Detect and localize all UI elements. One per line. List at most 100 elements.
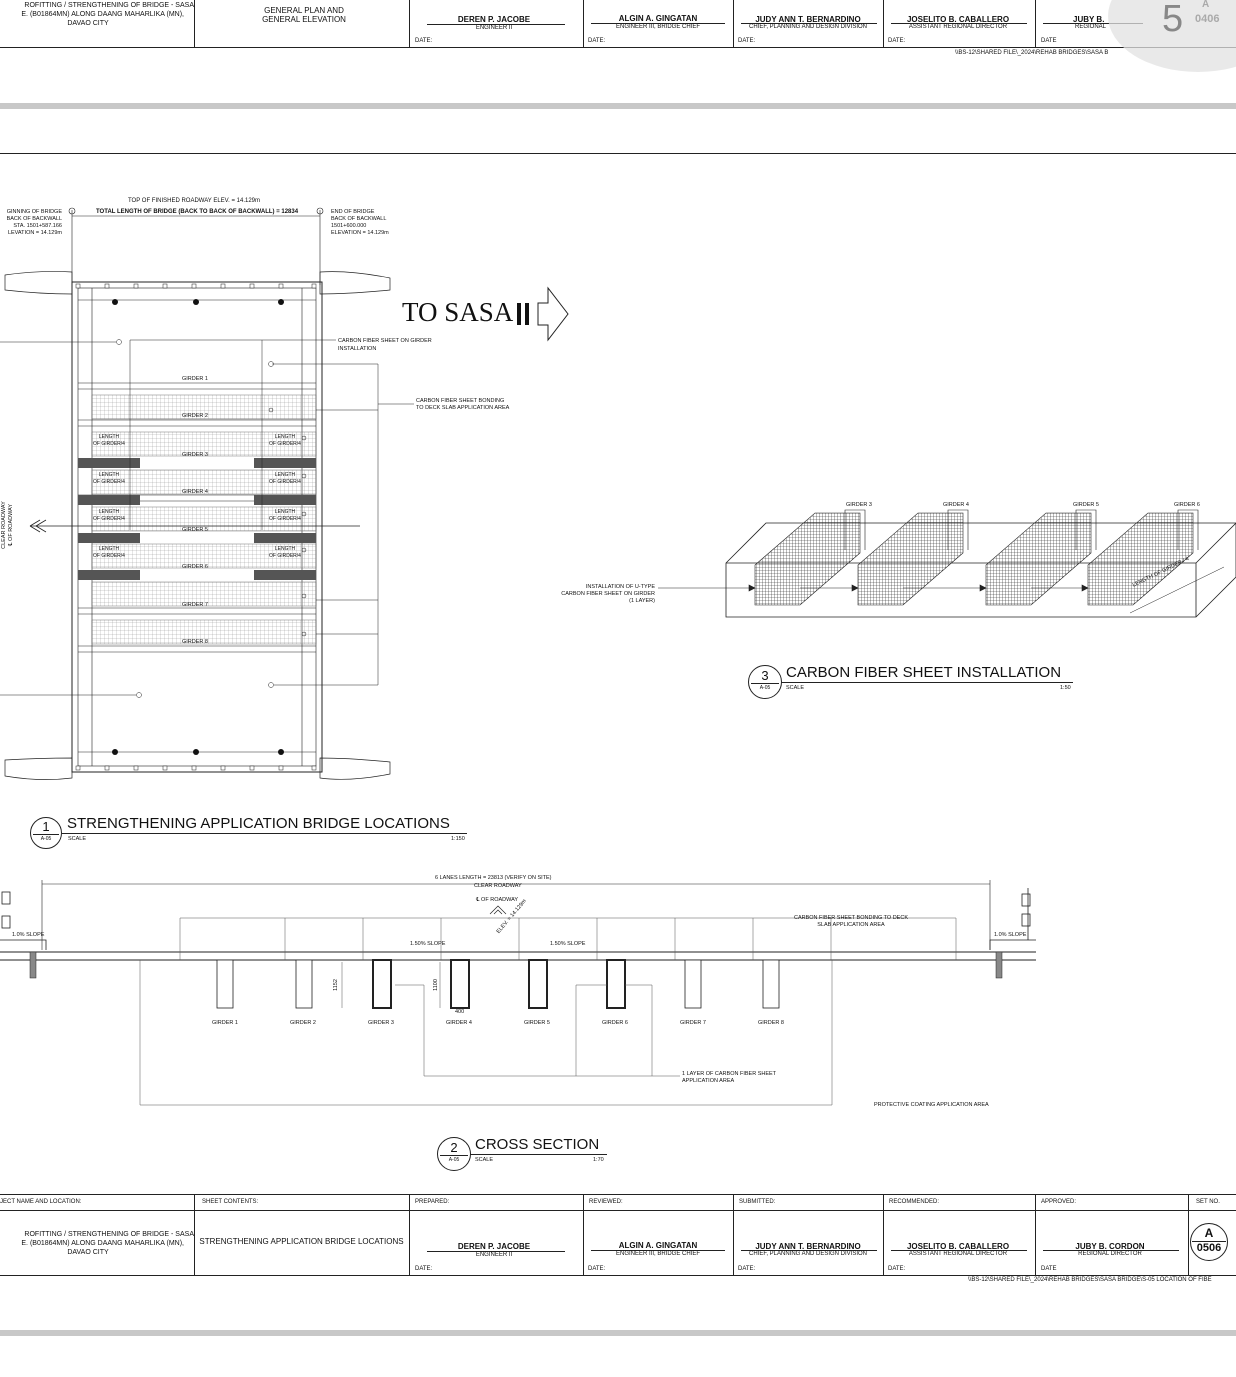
detail-1-bubble: 1 A-05 bbox=[30, 817, 62, 849]
approved-name: JUBY B. bbox=[1073, 15, 1105, 24]
sheet-letter: A bbox=[1204, 1226, 1214, 1240]
detail-2-title: CROSS SECTION bbox=[475, 1136, 600, 1153]
iso-girder-label: GIRDER 6 bbox=[1174, 502, 1200, 508]
end-line: 1501+600.000 bbox=[331, 223, 367, 229]
detail-2-bubble: 2 A-05 bbox=[437, 1137, 471, 1171]
detail-number: 2 bbox=[450, 1140, 458, 1155]
reviewed-name: ALGIN A. GINGATAN bbox=[618, 1241, 698, 1250]
cf-deck-line: TO DECK SLAB APPLICATION AREA bbox=[416, 405, 510, 411]
submitted-cell: SUBMITTED: JUDY ANN T. BERNARDINO CHIEF,… bbox=[733, 1195, 884, 1275]
dim-label: 1100 bbox=[432, 979, 439, 991]
top-elev-label: TOP OF FINISHED ROADWAY ELEV. = 14.129m bbox=[128, 198, 260, 204]
protective-coating-label: PROTECTIVE COATING APPLICATION AREA bbox=[874, 1102, 989, 1108]
prepared-cell: PREPARED: DEREN P. JACOBE ENGINEER II DA… bbox=[409, 1195, 584, 1275]
date-label: DATE: bbox=[738, 38, 756, 44]
length-line: OF GIRDER/4 bbox=[269, 441, 301, 447]
reviewed-name: ALGIN A. GINGATAN bbox=[618, 14, 698, 23]
sheet-border-top bbox=[0, 153, 1236, 154]
cf-deck-line: CARBON FIBER SHEET BONDING bbox=[416, 398, 505, 404]
recommended-title: ASSISTANT REGIONAL DIRECTOR bbox=[908, 24, 1008, 30]
length-line: LENGTH bbox=[274, 472, 296, 478]
date-label: DATE: bbox=[588, 1266, 606, 1272]
project-cell: JECT NAME AND LOCATION: ROFITTING / STRE… bbox=[0, 1195, 195, 1275]
sheet-contents: STRENGTHENING APPLICATION BRIDGE LOCATIO… bbox=[199, 1237, 404, 1246]
detail-ref: A-05 bbox=[40, 836, 52, 842]
column-header: PREPARED: bbox=[415, 1199, 450, 1205]
dim-label: 400 bbox=[455, 1009, 465, 1015]
column-header: JECT NAME AND LOCATION: bbox=[0, 1199, 82, 1205]
date-label: DATE: bbox=[588, 38, 606, 44]
plan-girder-label: GIRDER 3 bbox=[182, 452, 208, 458]
prepared-name: DEREN P. JACOBE bbox=[457, 15, 531, 24]
project-line: ROFITTING / STRENGTHENING OF BRIDGE - SA… bbox=[24, 1231, 194, 1238]
scale-value: 1:50 bbox=[1060, 685, 1071, 691]
length-line: LENGTH bbox=[98, 546, 120, 552]
set-no-cell: SET NO. A 0506 bbox=[1188, 1195, 1236, 1275]
iso-girder-label: GIRDER 5 bbox=[1073, 502, 1099, 508]
scale-value: 1:70 bbox=[593, 1157, 604, 1163]
length-line: LENGTH bbox=[274, 434, 296, 440]
scale-label: SCALE bbox=[475, 1157, 494, 1163]
section-girder-label: GIRDER 1 bbox=[212, 1020, 238, 1026]
sheet-number: 0506 bbox=[1196, 1242, 1222, 1254]
detail-3-bubble: 3 A-05 bbox=[748, 665, 782, 699]
reviewed-cell: REVIEWED: ALGIN A. GINGATAN ENGINEER III… bbox=[583, 1195, 734, 1275]
deck-bonding-label: CARBON FIBER SHEET BONDING TO DECK SLAB … bbox=[794, 915, 908, 929]
begin-bridge-label: GINNING OF BRIDGE BACK OF BACKWALL STA. … bbox=[0, 209, 62, 237]
cf-girder-label: CARBON FIBER SHEET ON GIRDER INSTALLATIO… bbox=[338, 337, 432, 353]
plan-girder-label: GIRDER 2 bbox=[182, 413, 208, 419]
sheet-contents: GENERAL PLAN AND GENERAL ELEVATION bbox=[262, 6, 346, 24]
page-separator bbox=[0, 103, 1236, 109]
to-sasa-label: TO SASA bbox=[402, 297, 514, 327]
cf-deck-label: CARBON FIBER SHEET BONDING TO DECK SLAB … bbox=[416, 398, 509, 412]
project-line: E. (B01864MN) ALONG DAANG MAHARLIKA (MN)… bbox=[21, 11, 184, 18]
submitted-title: CHIEF, PLANNING AND DESIGN DIVISION bbox=[748, 24, 868, 30]
scale-value: 1:150 bbox=[451, 836, 465, 842]
length-line: LENGTH bbox=[98, 472, 120, 478]
section-girder-label: GIRDER 2 bbox=[290, 1020, 316, 1026]
approved-title: REGIONAL DIRECTOR bbox=[1078, 1251, 1142, 1257]
plan-girder-label: GIRDER 4 bbox=[182, 489, 208, 495]
section-girder-label: GIRDER 7 bbox=[680, 1020, 706, 1026]
project-line: ROFITTING / STRENGTHENING OF BRIDGE - SA… bbox=[24, 2, 194, 9]
begin-line: STA. 1501+587.166 bbox=[13, 223, 62, 229]
column-header: SUBMITTED: bbox=[739, 1199, 776, 1205]
reviewed-title: ENGINEER III, BRIDGE CHIEF bbox=[615, 1251, 700, 1257]
one-layer-line: APPLICATION AREA bbox=[682, 1078, 735, 1084]
sheet-number: 0406 bbox=[1195, 13, 1220, 25]
cf-isometric-drawing bbox=[658, 509, 1236, 618]
sheet-contents-cell: GENERAL PLAN AND GENERAL ELEVATION bbox=[194, 0, 410, 47]
plan-girder-label: GIRDER 7 bbox=[182, 602, 208, 608]
submitted-title: CHIEF, PLANNING AND DESIGN DIVISION bbox=[748, 1251, 868, 1257]
end-line: BACK OF BACKWALL bbox=[331, 216, 387, 222]
prepared-cell: DEREN P. JACOBE ENGINEER II DATE: bbox=[409, 0, 584, 47]
recommended-title: ASSISTANT REGIONAL DIRECTOR bbox=[908, 1251, 1008, 1257]
submitted-name: JUDY ANN T. BERNARDINO bbox=[755, 15, 861, 24]
one-layer-line: 1 LAYER OF CARBON FIBER SHEET bbox=[682, 1071, 777, 1077]
scale-label: SCALE bbox=[786, 685, 805, 691]
bottom-title-block: JECT NAME AND LOCATION: ROFITTING / STRE… bbox=[0, 1194, 1236, 1276]
end-bridge-label: END OF BRIDGE BACK OF BACKWALL 1501+600.… bbox=[331, 209, 389, 237]
column-header: SET NO. bbox=[1196, 1199, 1220, 1205]
one-layer-label: 1 LAYER OF CARBON FIBER SHEET APPLICATIO… bbox=[682, 1071, 776, 1085]
approved-cell: JUBY B. REGIONAL DATE bbox=[1035, 0, 1236, 47]
submitted-cell: JUDY ANN T. BERNARDINO CHIEF, PLANNING A… bbox=[733, 0, 884, 47]
length-line: LENGTH bbox=[274, 546, 296, 552]
slope-label: 1.50% SLOPE bbox=[410, 941, 446, 947]
iso-girder-label: GIRDER 3 bbox=[846, 502, 872, 508]
lanes-length-label: 6 LANES LENGTH = 23813 (VERIFY ON SITE) bbox=[435, 875, 552, 881]
project-line: DAVAO CITY bbox=[67, 20, 109, 27]
plan-girder-label: GIRDER 8 bbox=[182, 639, 208, 645]
page-separator bbox=[0, 1330, 1236, 1336]
section-girder-label: GIRDER 4 bbox=[446, 1020, 472, 1026]
detail-ref: A-05 bbox=[759, 685, 771, 691]
column-header: RECOMMENDED: bbox=[889, 1199, 940, 1205]
length-line: OF GIRDER/4 bbox=[269, 553, 301, 559]
sheet-letter: A bbox=[1202, 0, 1210, 10]
clear-roadway-label: CLEAR ROADWAY bbox=[0, 501, 7, 549]
